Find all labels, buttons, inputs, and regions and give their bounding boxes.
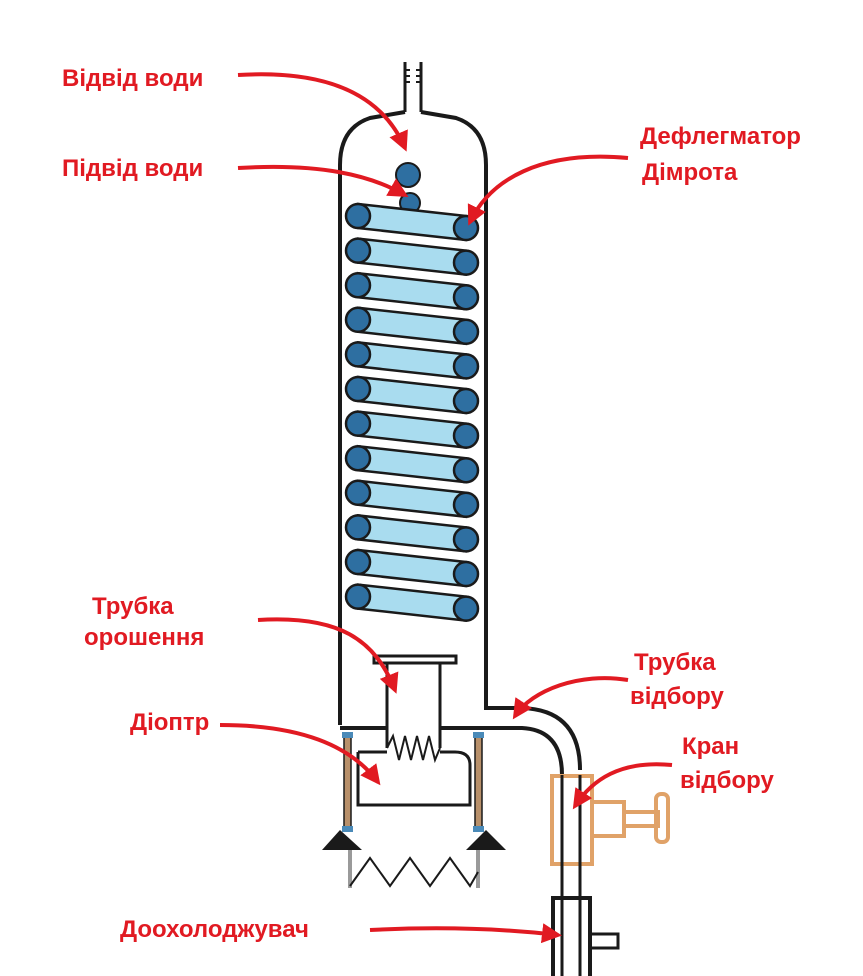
label-dephlegmator: Дефлегматор	[640, 123, 801, 150]
coil-turn	[344, 375, 480, 415]
coil-turn	[344, 514, 480, 553]
label-aftercooler: Доохолоджувач	[120, 916, 309, 943]
label-dimroth: Дімрота	[642, 159, 738, 186]
label-diopter: Діоптр	[130, 709, 209, 736]
coil-turn	[344, 548, 480, 588]
coil-turn	[344, 410, 480, 449]
arrow-water-in	[237, 164, 409, 197]
label-tap-1: Кран	[682, 733, 739, 760]
column-shell	[338, 110, 406, 725]
coil-turn	[344, 583, 480, 622]
label-water-out: Відвід води	[62, 65, 203, 92]
takeoff-tap	[550, 774, 670, 866]
coil-turn	[344, 202, 480, 242]
diopter-chamber	[356, 750, 472, 807]
arrow-irrigation	[257, 617, 399, 694]
arrow-tap	[572, 762, 673, 810]
label-takeoff-1: Трубка	[634, 649, 716, 676]
arrow-aftercooler	[369, 923, 562, 944]
coil-turn	[344, 271, 480, 311]
bottom-flange	[322, 830, 506, 850]
coil-turn	[344, 341, 480, 380]
column-shell-right	[420, 110, 582, 771]
arrow-water-out	[237, 72, 408, 152]
arrow-dephlegmator	[467, 154, 629, 226]
bottom-spring	[348, 850, 480, 888]
top-fitting	[403, 62, 423, 112]
label-irrigation-2: орошення	[84, 624, 204, 651]
pointer-arrows	[219, 72, 673, 944]
label-water-in: Підвід води	[62, 155, 203, 182]
aftercooler	[551, 866, 620, 976]
label-takeoff-2: відбору	[630, 683, 724, 710]
labels: Відвід води Підвід води Дефлегматор Дімр…	[62, 65, 801, 943]
dimroth-coil	[344, 202, 480, 622]
coil-turn	[344, 444, 480, 484]
coil-turn	[344, 479, 480, 519]
inner-tray	[340, 726, 564, 776]
water-outlet-ball	[395, 162, 421, 188]
diopter-glass	[342, 732, 484, 832]
arrow-takeoff	[512, 676, 629, 720]
coil-turn	[344, 306, 480, 346]
label-irrigation-1: Трубка	[92, 593, 174, 620]
label-tap-2: відбору	[680, 767, 774, 794]
irrigation-spring	[386, 733, 441, 764]
arrow-diopter	[219, 723, 381, 786]
coil-turn	[344, 237, 480, 276]
